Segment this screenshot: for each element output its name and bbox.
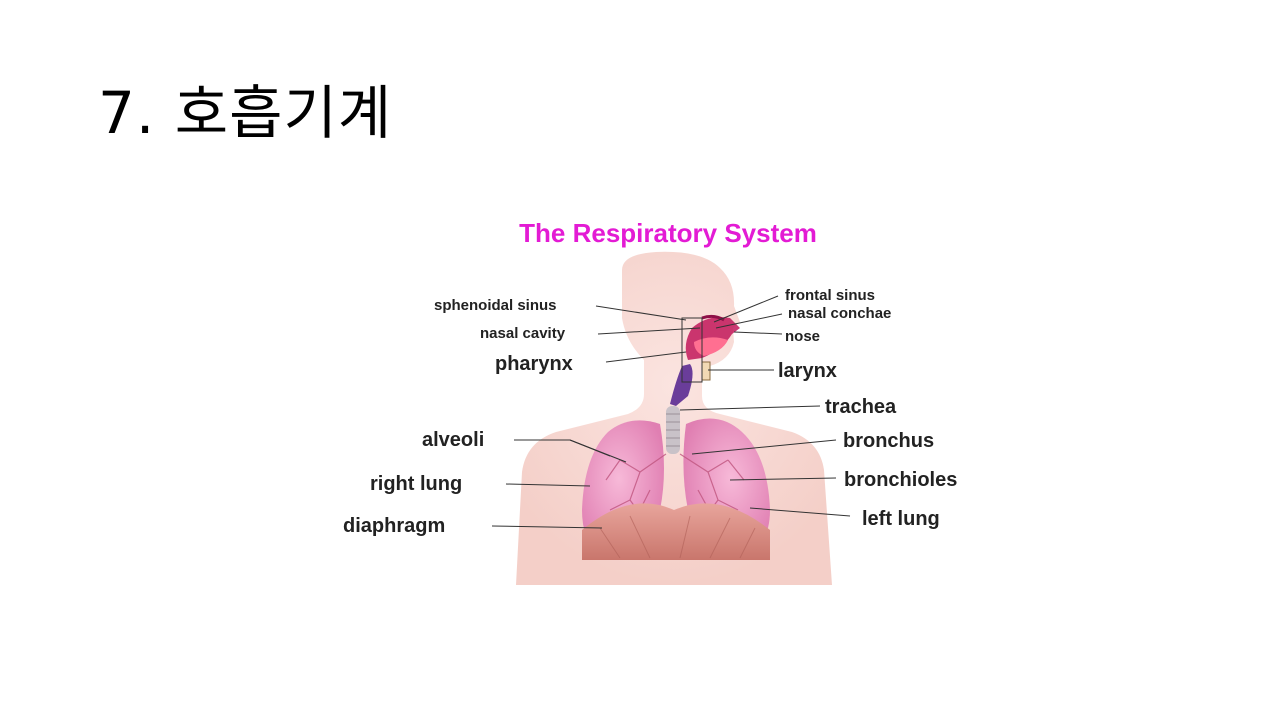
label-pharynx: pharynx xyxy=(495,353,573,375)
label-bronchus: bronchus xyxy=(843,430,935,452)
respiratory-system-figure: The Respiratory System sphenoidal sinus … xyxy=(330,210,1010,590)
label-nasal-conchae: nasal conchae xyxy=(788,305,892,322)
trachea-shape xyxy=(666,364,693,454)
head-bracket xyxy=(681,317,703,383)
figure-title: The Respiratory System xyxy=(519,218,817,248)
diaphragm-shape xyxy=(582,503,770,560)
label-diaphragm: diaphragm xyxy=(343,515,446,537)
slide-title: 7. 호흡기계 xyxy=(98,79,393,147)
label-trachea: trachea xyxy=(825,396,897,418)
label-nose: nose xyxy=(785,328,821,345)
label-bronchioles: bronchioles xyxy=(844,469,958,491)
label-larynx: larynx xyxy=(778,360,837,382)
label-frontal-sinus: frontal sinus xyxy=(785,287,876,304)
label-right-lung: right lung xyxy=(370,473,463,495)
label-nasal-cavity: nasal cavity xyxy=(480,325,566,342)
leader-lines xyxy=(491,295,851,529)
label-left-lung: left lung xyxy=(862,508,940,530)
label-sphenoidal-sinus: sphenoidal sinus xyxy=(434,297,557,314)
label-alveoli: alveoli xyxy=(422,429,485,451)
anatomy-illustration xyxy=(491,251,851,586)
